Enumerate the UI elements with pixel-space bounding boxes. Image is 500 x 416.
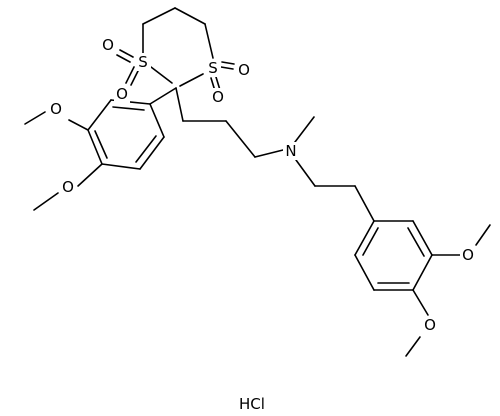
bond-rring-6 bbox=[354, 220, 375, 256]
bond-ethyl-3 bbox=[354, 185, 375, 222]
bond-ring-c4-c5 bbox=[142, 7, 176, 25]
bond-chain-4 bbox=[254, 149, 284, 158]
bond-chain-1 bbox=[175, 87, 184, 122]
bond-rring-5 bbox=[354, 254, 375, 291]
bond-rring-o2 bbox=[412, 289, 429, 316]
bond-lring-o2-me bbox=[33, 192, 59, 211]
bond-lring-o1-me bbox=[24, 111, 46, 125]
atom-s2: S bbox=[208, 59, 218, 77]
bond-ring-s2-c2 bbox=[179, 73, 204, 87]
bond-s1-o-a-2 bbox=[116, 54, 131, 63]
atom-o-s2-a: O bbox=[238, 61, 250, 79]
bond-s1-o-b-2 bbox=[125, 66, 135, 84]
bond-lring-5-inner bbox=[135, 135, 157, 163]
atom-o-left-1: O bbox=[50, 100, 62, 118]
bond-lring-4 bbox=[101, 163, 141, 170]
bond-lring-1-inner bbox=[112, 106, 145, 111]
bond-s2-o-a-1 bbox=[221, 61, 235, 65]
bond-lring-o1 bbox=[68, 119, 89, 131]
atom-o-s1-b: O bbox=[116, 85, 128, 103]
bond-n-methyl bbox=[294, 116, 315, 143]
bonds bbox=[24, 7, 491, 357]
bond-rring-o2-me bbox=[405, 336, 421, 357]
atom-labels: S S O O O O N O O O O bbox=[48, 36, 476, 334]
bond-lring-6 bbox=[149, 103, 165, 138]
atom-o-s1-a: O bbox=[102, 36, 114, 54]
atom-o-right-2: O bbox=[424, 316, 436, 334]
bond-lring-o2 bbox=[77, 163, 103, 187]
bond-rring-o1-me bbox=[475, 224, 491, 246]
bond-s2-o-b-1 bbox=[215, 76, 221, 91]
bond-ring-c6-s2 bbox=[204, 23, 214, 59]
bond-ring-s1-c2 bbox=[150, 66, 173, 84]
atom-o-right-1: O bbox=[462, 246, 474, 264]
bond-lring-2 bbox=[87, 99, 112, 131]
atom-o-left-2: O bbox=[62, 178, 74, 196]
salt-label: HCl bbox=[239, 395, 265, 413]
bond-ring-c5-c6 bbox=[174, 7, 206, 25]
atom-n: N bbox=[285, 142, 296, 160]
bond-rring-2-inner bbox=[407, 227, 425, 257]
bond-rring-3 bbox=[412, 254, 433, 291]
bond-chain-3 bbox=[225, 120, 256, 158]
atom-s1: S bbox=[138, 53, 148, 71]
bond-n-ethyl-1 bbox=[295, 159, 316, 187]
bond-c2-aryl bbox=[149, 87, 177, 105]
bond-lring-3 bbox=[87, 129, 103, 165]
bond-rring-6-inner bbox=[362, 227, 379, 256]
bond-s1-o-a-1 bbox=[119, 49, 134, 58]
bond-lring-3-inner bbox=[94, 130, 108, 159]
atom-o-s2-b: O bbox=[212, 88, 224, 106]
bond-s1-o-b-1 bbox=[130, 68, 140, 86]
bond-s2-o-a-2 bbox=[220, 66, 234, 70]
bond-rring-2 bbox=[412, 220, 433, 256]
bond-lring-5 bbox=[139, 136, 165, 170]
